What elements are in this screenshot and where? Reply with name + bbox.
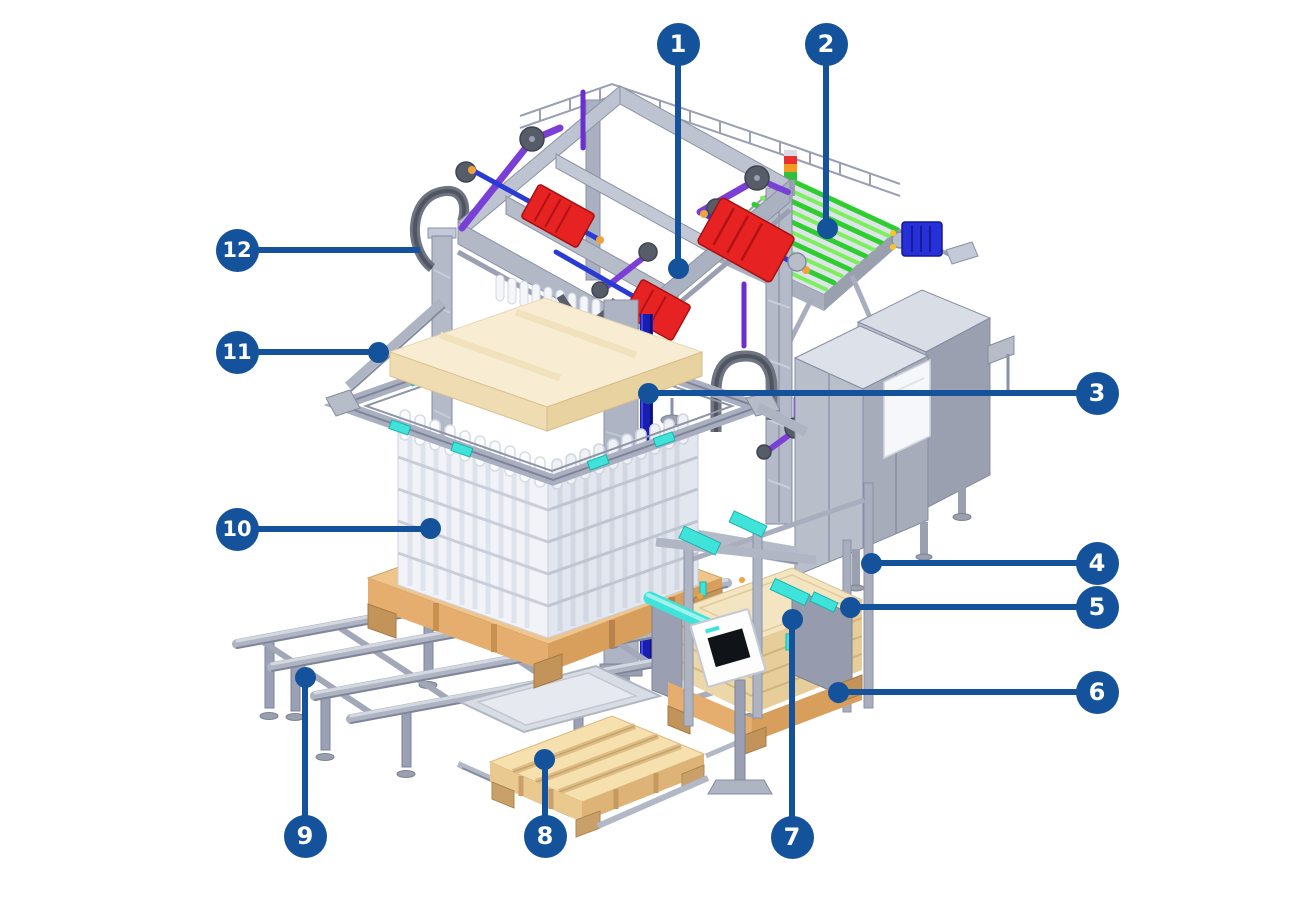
- gantry-frame: [409, 84, 810, 460]
- cabinet-white-box: [883, 358, 931, 460]
- callout-dot-2: [816, 217, 838, 239]
- callout-dot-10: [419, 517, 441, 539]
- callout-line-1: [675, 44, 681, 268]
- callout-badge-10: 10: [215, 507, 259, 551]
- callout-line-10: [237, 526, 430, 532]
- layer-pad-station: [643, 482, 874, 795]
- guide-post: [863, 482, 874, 709]
- callout-badge-9: 9: [283, 814, 327, 858]
- bottle-stack: [397, 409, 699, 639]
- callout-line-5: [850, 604, 1097, 610]
- callout-badge-2: 2: [804, 22, 848, 66]
- callout-dot-6: [827, 681, 849, 703]
- callout-badge-7: 7: [770, 815, 814, 859]
- callout-line-3: [648, 390, 1097, 396]
- panel-screen: [707, 628, 751, 668]
- callout-dot-7: [781, 608, 803, 630]
- euro-pallet: [456, 715, 749, 838]
- callout-badge-11: 11: [215, 330, 259, 374]
- infeed-motor: [890, 221, 943, 257]
- gear-motor-red-1: [521, 184, 595, 248]
- callout-badge-1: 1: [656, 22, 700, 66]
- callout-line-2: [823, 44, 829, 228]
- callout-badge-8: 8: [523, 814, 567, 858]
- callout-line-9: [302, 677, 308, 836]
- callout-dot-3: [637, 382, 659, 404]
- callout-line-6: [838, 689, 1097, 695]
- callout-badge-4: 4: [1075, 541, 1119, 585]
- gear-motor-red-2: [697, 197, 795, 283]
- callout-dot-1: [667, 257, 689, 279]
- callout-badge-3: 3: [1075, 371, 1119, 415]
- callout-line-7: [789, 619, 795, 837]
- callout-line-4: [871, 560, 1097, 566]
- callout-dot-4: [860, 552, 882, 574]
- callout-line-8: [542, 759, 548, 836]
- callout-badge-6: 6: [1075, 670, 1119, 714]
- callout-line-12: [237, 247, 420, 253]
- callout-dot-9: [294, 666, 316, 688]
- callout-dot-5: [839, 596, 861, 618]
- callout-badge-12: 12: [215, 228, 259, 272]
- electrical-cabinet: [793, 289, 1015, 609]
- operator-panel: [689, 608, 773, 795]
- callout-line-11: [237, 349, 378, 355]
- top-layer-pad: [388, 297, 704, 432]
- callout-dot-11: [367, 341, 389, 363]
- callout-badge-5: 5: [1075, 585, 1119, 629]
- callout-dot-8: [533, 748, 555, 770]
